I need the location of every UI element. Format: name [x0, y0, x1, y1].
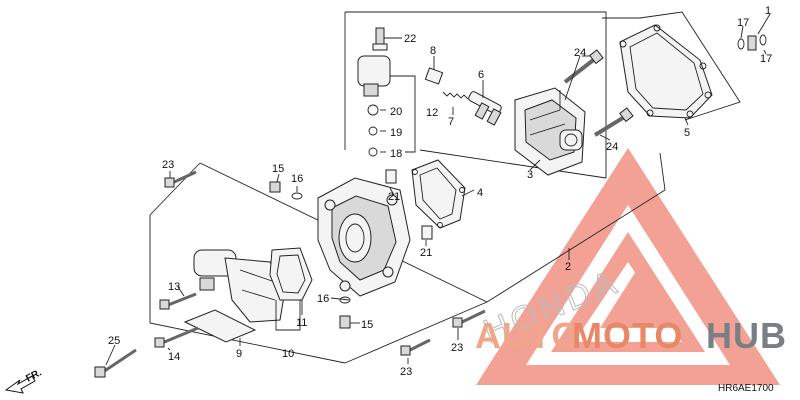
- bolt-upper: [563, 49, 604, 84]
- callout-16-lower: 16: [317, 293, 329, 305]
- callout-25: 25: [108, 335, 120, 347]
- flange-bolt-lower: [339, 315, 351, 329]
- o-ring-19: [368, 126, 378, 136]
- shift-valve-body: [317, 177, 411, 297]
- callout-5: 5: [684, 127, 690, 139]
- callout-2: 2: [565, 261, 571, 273]
- callout-21-upper: 21: [388, 191, 400, 203]
- automotohub-watermark: AUTO MOTO HUB: [475, 315, 787, 356]
- callout-22: 22: [404, 33, 416, 45]
- watermark-hub: HUB: [706, 315, 787, 356]
- bolt-23-upper: [164, 170, 197, 188]
- callouts: 1 2 3 4 5 6 7 8 9 10 11 12 13 14 15 15 1…: [108, 5, 772, 378]
- gasket-middle: [411, 159, 466, 229]
- watermark-moto: MOTO: [572, 315, 683, 356]
- callout-13: 13: [168, 281, 180, 293]
- callout-16-upper: 16: [291, 173, 303, 185]
- automotohub-logo-icon: [476, 148, 780, 385]
- bolt-lower: [593, 107, 634, 137]
- bolt-23-bottom: [400, 338, 431, 356]
- dowel-pin-lower: [421, 225, 433, 240]
- o-ring-17a: [737, 38, 745, 50]
- valve-plate-small: [424, 67, 444, 85]
- callout-10: 10: [282, 348, 294, 360]
- callout-24-upper: 24: [574, 47, 586, 59]
- bolt-13: [159, 292, 197, 310]
- bolt-25: [94, 348, 137, 378]
- callout-17-left: 17: [737, 17, 749, 29]
- sealing-plug: [747, 35, 757, 51]
- callout-4: 4: [477, 187, 483, 199]
- callout-11: 11: [296, 317, 307, 329]
- watermark-auto: AUTO: [475, 315, 580, 356]
- callout-23-right: 23: [451, 342, 463, 354]
- flange-bolt-upper: [269, 181, 281, 193]
- callout-15-lower: 15: [361, 319, 373, 331]
- callout-1: 1: [765, 5, 771, 17]
- callout-17-right: 17: [760, 53, 772, 65]
- callout-20: 20: [390, 106, 402, 118]
- washer-lower: [339, 296, 351, 304]
- callout-18: 18: [390, 148, 402, 160]
- callout-12: 12: [426, 107, 438, 119]
- washer-upper: [291, 192, 303, 200]
- front-direction-arrow-icon: [4, 375, 36, 394]
- fr-label: FR.: [24, 367, 44, 384]
- valve-body-right: [514, 87, 586, 176]
- callout-8: 8: [430, 45, 436, 57]
- diagram-code: HR6AE1700: [718, 383, 774, 394]
- callout-19: 19: [390, 127, 402, 139]
- assembly-box-upper: [345, 11, 607, 178]
- gasket-large: [619, 24, 713, 119]
- bolt-14: [154, 326, 199, 348]
- dowel-pin-upper: [385, 169, 397, 184]
- o-ring-20: [367, 104, 379, 116]
- spring: [442, 91, 469, 100]
- assembly-box-lower: [149, 162, 346, 364]
- callout-21-lower: 21: [420, 247, 432, 259]
- bracket-plate: [183, 309, 257, 343]
- pressure-switch: [357, 27, 391, 97]
- o-ring-18: [368, 147, 378, 157]
- callout-6: 6: [478, 69, 484, 81]
- callout-15-upper: 15: [272, 163, 284, 175]
- callout-23-bottom: 23: [400, 366, 412, 378]
- callout-24-lower: 24: [606, 141, 618, 153]
- callout-9: 9: [236, 348, 242, 360]
- spool-valve: [468, 91, 502, 126]
- o-ring-17b: [759, 34, 767, 46]
- callout-14: 14: [168, 351, 180, 363]
- leader-lines: [105, 13, 771, 366]
- callout-23-upper: 23: [162, 159, 174, 171]
- callout-3: 3: [527, 169, 533, 181]
- callout-7: 7: [448, 116, 454, 128]
- bolt-23-right: [452, 309, 486, 328]
